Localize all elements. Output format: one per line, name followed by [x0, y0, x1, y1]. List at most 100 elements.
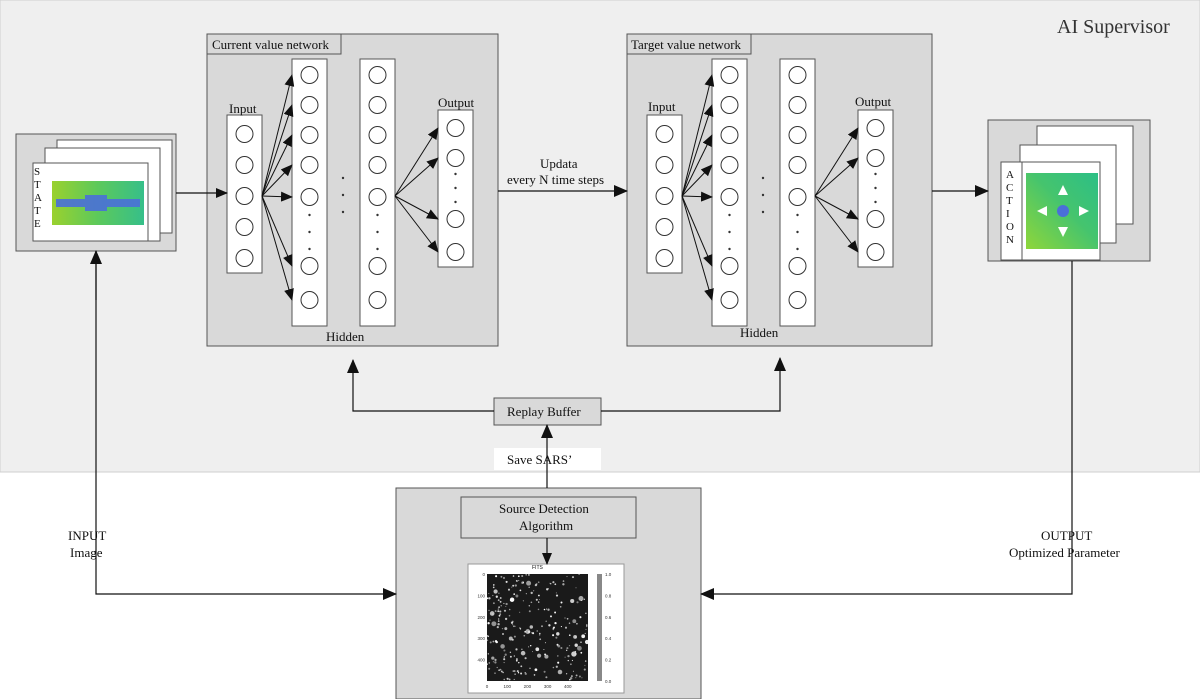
fits-star — [571, 659, 573, 662]
current-net-node — [446, 119, 465, 137]
current-net-ellipsis-dot — [454, 200, 457, 204]
fits-star — [545, 608, 548, 610]
fits-star — [520, 672, 523, 675]
vertical-letter: N — [1006, 234, 1014, 246]
target-value-network-title-box — [626, 33, 752, 55]
fits-star — [562, 583, 565, 586]
fits-star — [524, 672, 526, 674]
fits-star — [506, 677, 509, 680]
fits-star — [497, 610, 500, 613]
fits-star — [533, 590, 535, 592]
fits-star — [583, 668, 586, 671]
fits-star — [566, 576, 568, 578]
current-net-ellipsis-dot — [341, 193, 345, 197]
source-detection-algorithm-box — [460, 496, 637, 539]
target-net-node — [655, 249, 674, 267]
fits-star — [497, 623, 500, 626]
fits-star — [515, 580, 518, 582]
fits-star — [498, 592, 500, 594]
fits-star — [549, 583, 552, 585]
fits-star — [507, 588, 511, 591]
fits-star — [522, 600, 525, 602]
fits-star — [508, 636, 513, 641]
fits-star — [494, 658, 497, 662]
fits-star — [556, 643, 559, 646]
target-net-node — [720, 291, 739, 309]
fits-star — [504, 627, 508, 631]
fits-star — [513, 655, 515, 657]
fits-star — [513, 635, 516, 638]
fits-star — [503, 649, 506, 652]
fits-y-tick: 0 — [482, 572, 485, 577]
fits-star — [513, 670, 516, 673]
fits-star — [503, 602, 505, 605]
fits-star — [512, 670, 514, 672]
current-net-ellipsis-dot — [308, 230, 311, 234]
action-arrow-right-icon — [1079, 206, 1089, 216]
fits-star — [530, 591, 533, 595]
current-net-node — [235, 156, 254, 174]
fits-star — [552, 634, 555, 637]
fits-star — [554, 611, 557, 614]
fits-star — [574, 643, 578, 647]
fits-star — [568, 622, 571, 624]
target-net-node — [866, 149, 885, 167]
current-net-node — [368, 188, 387, 206]
fits-star — [515, 659, 518, 662]
fits-star — [545, 620, 547, 622]
fits-star — [544, 642, 547, 644]
update-label-line2: every N time steps — [507, 172, 605, 187]
fits-star — [543, 648, 545, 651]
fits-star — [566, 647, 569, 650]
target-net-node — [720, 188, 739, 206]
fits-star — [517, 575, 520, 578]
fits-star — [489, 641, 492, 644]
current-net-node — [368, 291, 387, 309]
current-net-node — [300, 66, 319, 84]
fits-star — [570, 675, 573, 678]
current-value-network-title-box — [206, 33, 342, 55]
fits-star — [512, 584, 515, 587]
fits-star — [576, 622, 578, 625]
fits-star — [548, 624, 551, 627]
fits-star — [547, 588, 550, 590]
fits-star — [532, 632, 535, 635]
current-net-node — [300, 156, 319, 174]
fits-star — [492, 602, 495, 605]
fits-star — [488, 662, 491, 664]
fits-star — [503, 658, 506, 661]
current-net-ellipsis-dot — [308, 247, 311, 251]
fits-stars — [486, 573, 590, 681]
fits-star — [534, 668, 538, 672]
current-net-node — [235, 249, 254, 267]
fits-star — [486, 597, 489, 600]
fits-star — [488, 667, 491, 670]
fits-colorbar-tick: 1.0 — [605, 572, 612, 577]
fits-star — [566, 617, 569, 620]
fits-star — [572, 619, 577, 624]
fits-star — [502, 576, 506, 580]
fits-star — [498, 606, 501, 609]
fits-star — [538, 594, 540, 597]
fits-star — [572, 670, 574, 672]
fits-star — [541, 625, 543, 628]
target-net-node — [720, 156, 739, 174]
current-net-edge-input — [261, 164, 293, 197]
target-output-label: Output — [855, 94, 892, 109]
fits-star — [495, 595, 498, 598]
fits-star — [546, 588, 549, 591]
fits-star — [584, 632, 586, 634]
current-net-node — [235, 218, 254, 236]
current-net-edge-input — [261, 134, 293, 197]
fits-star — [521, 648, 523, 650]
fits-star — [575, 674, 578, 677]
fits-colorbar-tick: 0.4 — [605, 636, 612, 641]
fits-star — [564, 656, 566, 658]
input-image-arrow — [95, 251, 397, 600]
fits-star — [503, 655, 505, 657]
fits-star — [573, 634, 578, 639]
vertical-letter: T — [34, 205, 41, 217]
fits-star — [556, 632, 560, 636]
fits-star — [537, 608, 540, 611]
fits-star — [523, 634, 526, 637]
